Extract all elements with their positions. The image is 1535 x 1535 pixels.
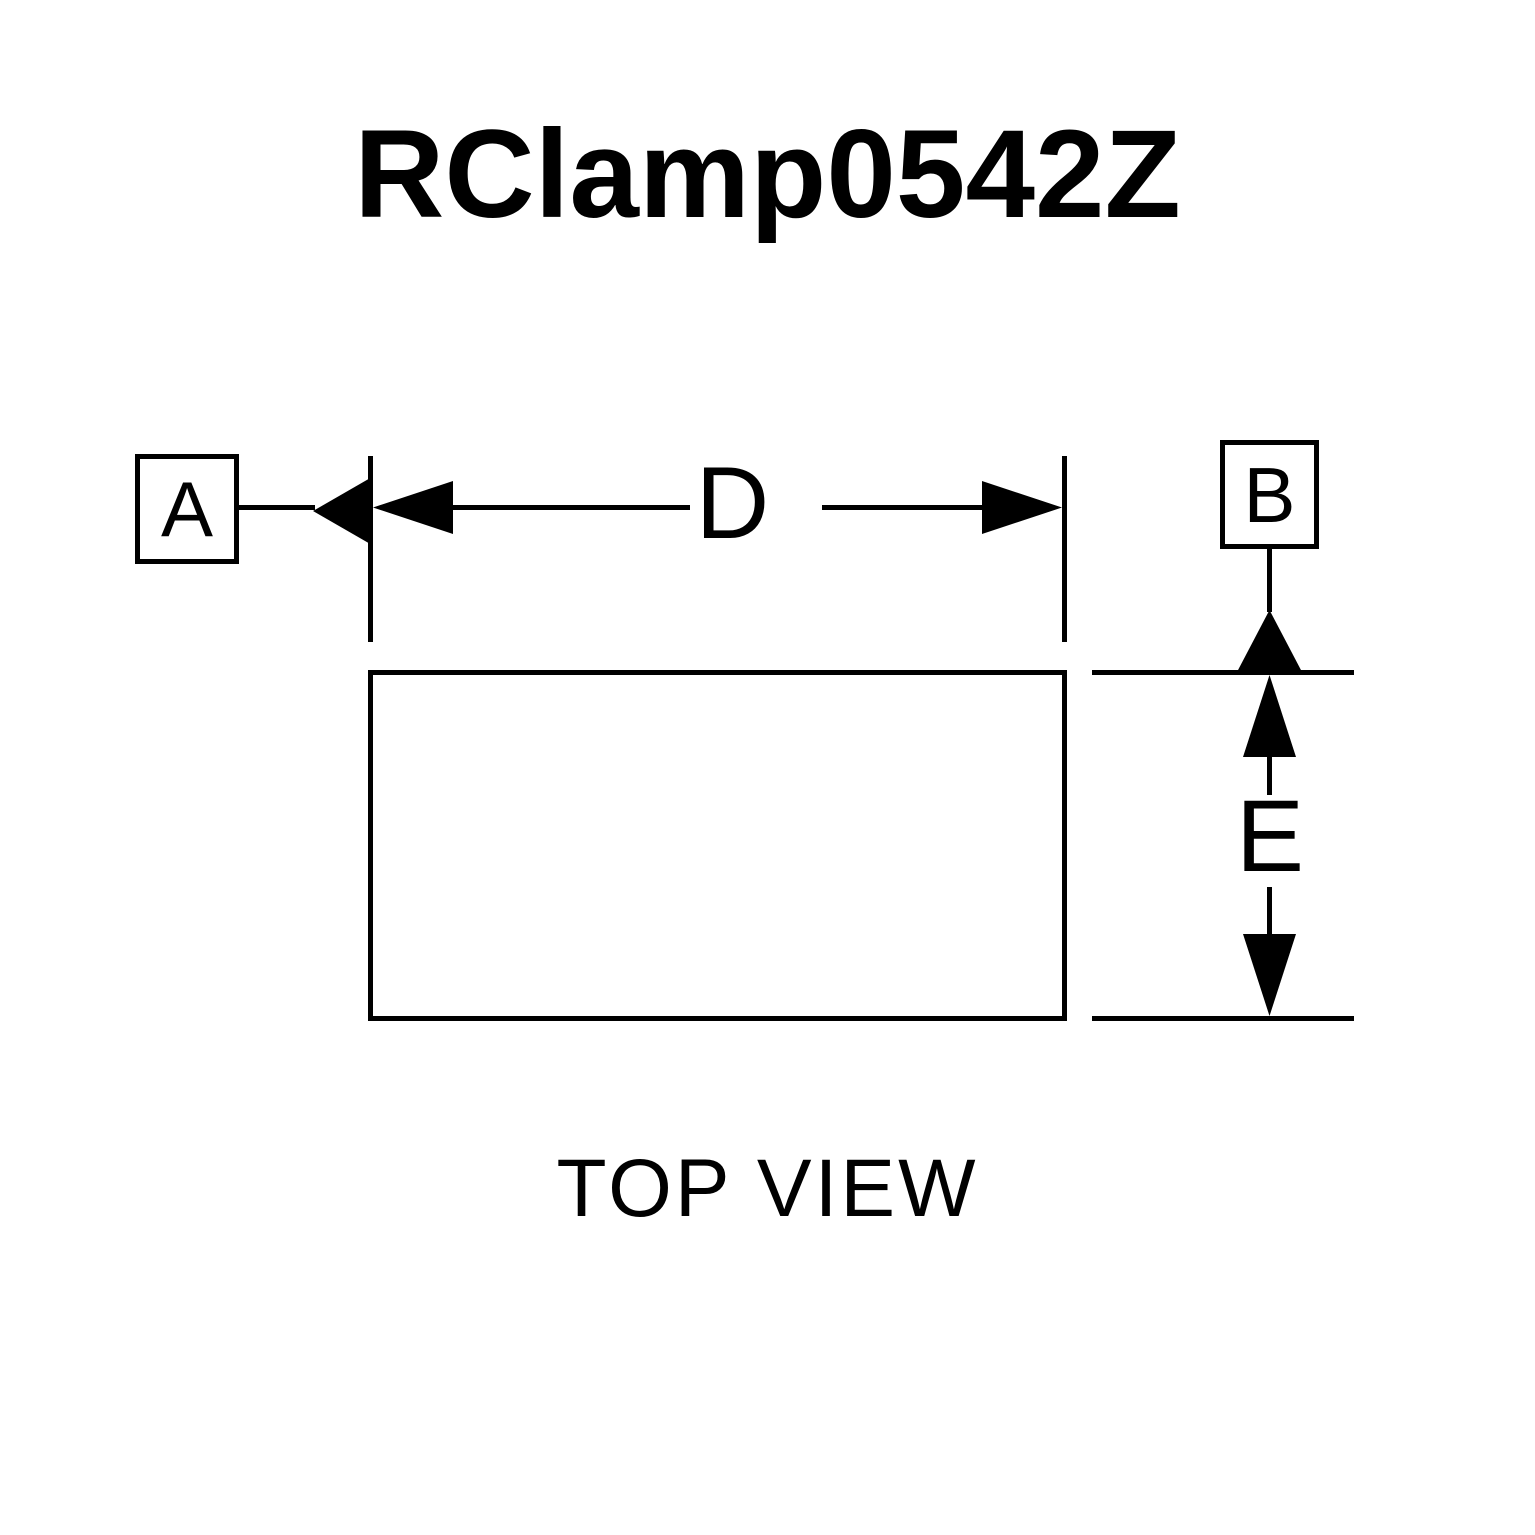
- page-title: RClamp0542Z: [354, 105, 1181, 244]
- dimension-e-extension-line-bottom: [1092, 1016, 1354, 1021]
- dimension-d-extension-line-left: [368, 456, 373, 642]
- dimension-d-extension-line-right: [1062, 456, 1067, 642]
- arrowhead-down-icon: [1243, 934, 1296, 1016]
- dimension-d-label: D: [695, 446, 770, 560]
- datum-b-leader-line: [1267, 547, 1272, 612]
- datum-a-label: A: [160, 465, 214, 553]
- dimension-e-line-upper: [1267, 757, 1272, 795]
- datum-a-triangle-icon: [313, 477, 372, 545]
- dimension-d-line-left: [450, 505, 690, 510]
- datum-b-triangle-icon: [1237, 610, 1302, 672]
- dimension-e-line-lower: [1267, 887, 1272, 934]
- arrowhead-right-icon: [982, 481, 1062, 534]
- package-outline-rect: [368, 670, 1067, 1021]
- dimension-e-extension-line-top: [1092, 670, 1354, 675]
- dimension-e-label: E: [1235, 779, 1305, 893]
- datum-a-leader-line: [237, 505, 315, 510]
- view-caption: TOP VIEW: [556, 1143, 979, 1234]
- dimension-d-line-right: [822, 505, 984, 510]
- datum-b-label: B: [1243, 450, 1296, 539]
- datum-b-box: B: [1220, 440, 1319, 549]
- arrowhead-left-icon: [373, 481, 453, 534]
- datum-a-box: A: [135, 454, 239, 564]
- arrowhead-up-icon: [1243, 675, 1296, 757]
